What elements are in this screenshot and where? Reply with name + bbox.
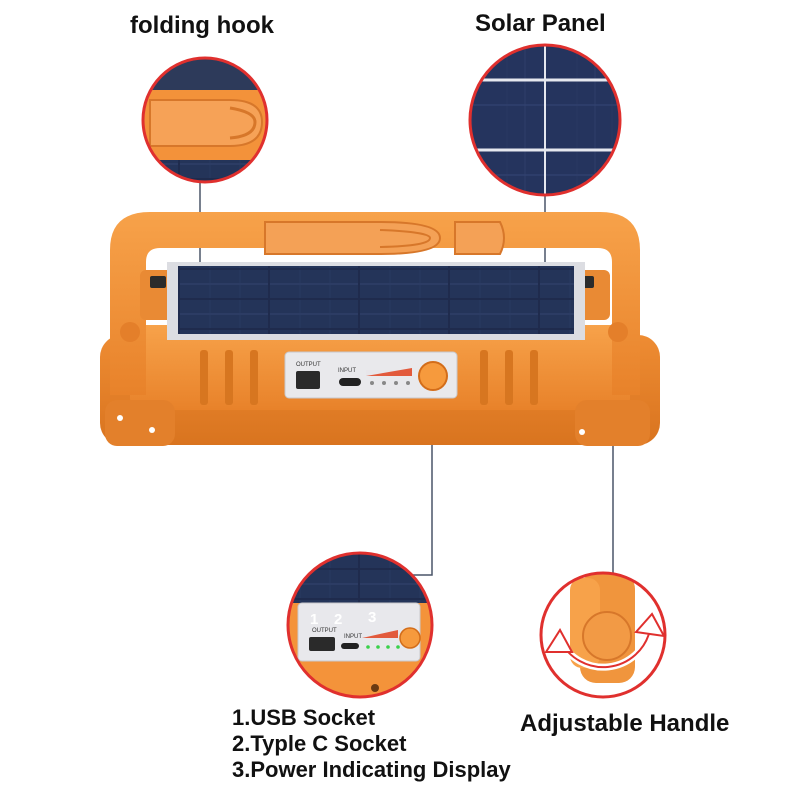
callout-ring [286, 551, 434, 699]
device-foot-right [575, 400, 650, 446]
callout-ring [468, 43, 622, 197]
screw-icon [117, 415, 123, 421]
ports-callout: 1 2 3 OUTPUT INPUT [286, 551, 434, 699]
zoom-number-2: 2 [334, 611, 342, 628]
usb-socket [296, 371, 320, 389]
zoom-usb-socket [309, 637, 335, 651]
folding-hook-label: folding hook [130, 12, 274, 39]
legend-item-power-display: 3.Power Indicating Display [232, 757, 511, 782]
handle-arch [110, 212, 640, 395]
zoom-input-label: INPUT [344, 634, 362, 640]
solar-panel-callout [468, 43, 622, 197]
device-body: OUTPUT INPUT [100, 212, 660, 446]
legend-item-type-c: 2.Typle C Socket [232, 731, 407, 756]
adjustable-handle-label: Adjustable Handle [520, 710, 730, 737]
solar-panel [178, 266, 574, 334]
folding-hook [264, 221, 442, 255]
type-c-socket [339, 378, 361, 386]
power-button [418, 361, 448, 391]
legend-item-usb: 1.USB Socket [232, 705, 376, 730]
zoom-number-3: 3 [368, 609, 376, 626]
callout-ring [539, 571, 667, 699]
zoom-output-label: OUTPUT [312, 628, 337, 634]
device-foot-left [105, 400, 175, 446]
folding-hook-callout [141, 56, 269, 184]
output-label: OUTPUT [296, 362, 321, 368]
zoom-number-1: 1 [310, 611, 318, 628]
zoom-type-c-socket [341, 643, 359, 649]
input-label: INPUT [338, 368, 356, 374]
callout-ring [141, 56, 269, 184]
solar-panel-label: Solar Panel [475, 10, 606, 37]
screw-icon [149, 427, 155, 433]
adjustable-handle-callout [539, 571, 667, 699]
screw-icon [579, 429, 585, 435]
port-legend: 1.USB Socket 2.Typle C Socket 3.Power In… [232, 705, 511, 783]
power-indicator-bar [366, 368, 412, 376]
